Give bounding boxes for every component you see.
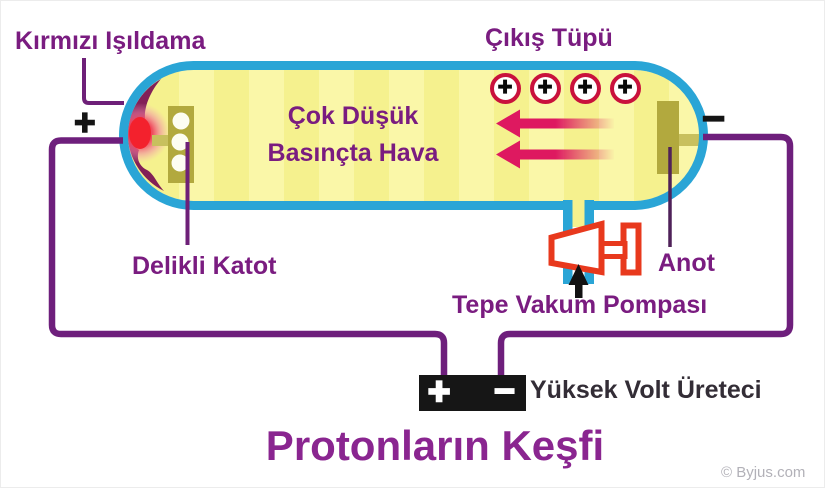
label-red-glow: Kırmızı Işıldama <box>15 27 206 55</box>
negative-circuit-wire <box>497 133 794 376</box>
cathode-hole <box>172 112 190 130</box>
label-hv-generator: Yüksek Volt Üreteci <box>530 376 762 404</box>
label-low-pressure-air-line2: Basınçta Hava <box>267 139 439 167</box>
tube-negative-terminal-symbol: − <box>701 97 726 141</box>
cathode-connector-tab <box>152 135 170 146</box>
proton-plus-symbol: + <box>577 73 593 101</box>
proton-particle: + <box>489 73 521 104</box>
label-low-pressure-air: Çok Düşük Basınçta Hava <box>247 98 459 172</box>
label-exit-tube: Çıkış Tüpü <box>485 24 613 52</box>
anode-ray-arrow <box>496 109 614 138</box>
red-glow-core <box>129 117 151 149</box>
label-vacuum-pump: Tepe Vakum Pompası <box>452 291 708 319</box>
tube-positive-terminal-symbol: + <box>73 102 96 143</box>
suction-direction-arrow <box>568 264 589 298</box>
proton-plus-symbol: + <box>497 73 513 101</box>
positive-circuit-wire <box>48 137 448 376</box>
diagram-title: Protonların Keşfi <box>265 422 605 469</box>
cathode-hole <box>171 133 189 151</box>
label-low-pressure-air-line1: Çok Düşük <box>287 102 419 130</box>
proton-plus-symbol: + <box>537 73 553 101</box>
proton-particle: + <box>529 73 561 104</box>
label-anode: Anot <box>658 249 715 277</box>
anode-plate <box>657 101 679 174</box>
byjus-watermark: © Byjus.com <box>721 464 806 481</box>
vacuum-pump-icon <box>548 220 642 276</box>
proton-plus-symbol: + <box>617 73 633 101</box>
proton-particle: + <box>569 73 601 104</box>
red-glow-label-line <box>82 58 124 105</box>
cathode-hole <box>171 154 189 172</box>
battery-positive-symbol: + <box>427 370 452 413</box>
anode-ray-arrow <box>496 140 614 169</box>
label-perforated-cathode: Delikli Katot <box>132 252 277 280</box>
proton-particle: + <box>609 73 641 104</box>
battery-negative-symbol: − <box>493 370 516 411</box>
battery: + − <box>419 370 526 413</box>
